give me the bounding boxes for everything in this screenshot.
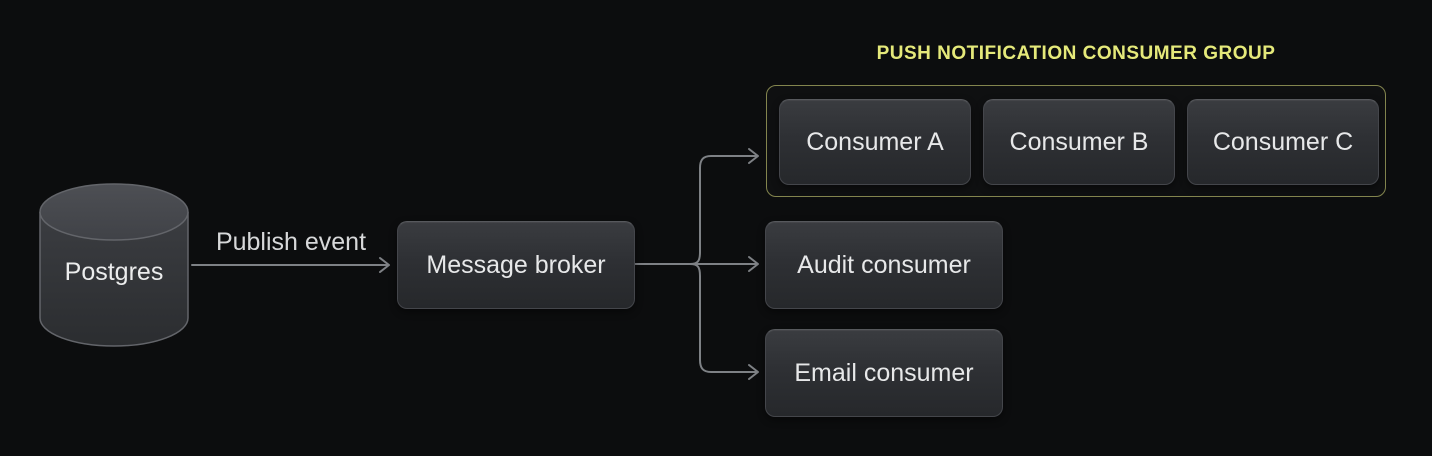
consumer-a-node: Consumer A (779, 99, 971, 185)
consumer-group-title: PUSH NOTIFICATION CONSUMER GROUP (876, 43, 1276, 64)
consumer-c-node: Consumer C (1187, 99, 1379, 185)
arrowhead-email (748, 364, 759, 380)
postgres-node-label: Postgres (64, 258, 164, 286)
consumer-b-node: Consumer B (983, 99, 1175, 185)
email-consumer-label: Email consumer (794, 358, 974, 387)
publish-event-label: Publish event (215, 228, 367, 256)
consumer-group-box: Consumer A Consumer B Consumer C (766, 85, 1386, 197)
arrowhead-consumer-group (748, 148, 759, 164)
audit-consumer-node: Audit consumer (765, 221, 1003, 309)
message-broker-node: Message broker (397, 221, 635, 309)
message-broker-label: Message broker (426, 250, 606, 279)
arrowhead-audit (748, 256, 759, 272)
consumer-c-label: Consumer C (1212, 127, 1354, 156)
email-consumer-node: Email consumer (765, 329, 1003, 417)
audit-consumer-label: Audit consumer (797, 250, 971, 279)
fanout-connector (633, 148, 759, 380)
publish-event-arrow (191, 257, 390, 273)
consumer-a-label: Consumer A (806, 127, 944, 156)
consumer-b-label: Consumer B (1009, 127, 1149, 156)
